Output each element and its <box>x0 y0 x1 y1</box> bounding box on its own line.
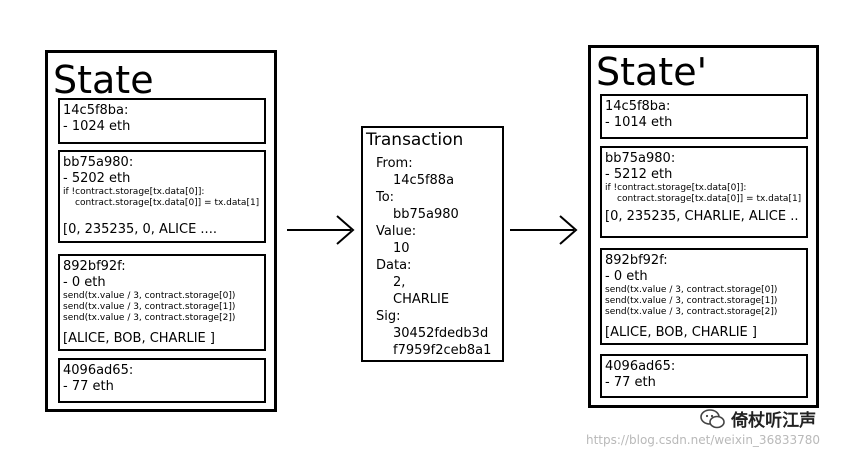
account-address: bb75a980: <box>63 155 134 170</box>
wechat-icon <box>700 408 725 428</box>
arrow-to-transaction <box>287 215 355 245</box>
account-balance: - 0 eth <box>63 275 106 290</box>
account-balance: - 5202 eth <box>63 171 131 186</box>
left-account-14c5f8ba: 14c5f8ba: - 1024 eth <box>58 98 266 144</box>
contract-storage: [ALICE, BOB, CHARLIE ] <box>63 331 215 346</box>
watermark-name: 倚杖听江声 <box>731 411 817 431</box>
left-account-892bf92f: 892bf92f: - 0 eth send(tx.value / 3, con… <box>58 254 266 351</box>
right-state-title: State' <box>596 50 708 94</box>
transaction-panel: Transaction From: 14c5f88a To: bb75a980 … <box>361 126 504 362</box>
tx-sig-value: 30452fdedb3d <box>393 326 489 341</box>
contract-code-line: if !contract.storage[tx.data[0]]: <box>63 187 205 197</box>
arrow-to-new-state <box>510 215 578 245</box>
tx-to-value: bb75a980 <box>393 207 459 222</box>
transaction-title: Transaction <box>366 130 464 150</box>
contract-code-line: contract.storage[tx.data[0]] = tx.data[1… <box>75 198 260 208</box>
account-balance: - 77 eth <box>605 375 656 390</box>
account-address: 14c5f8ba: <box>63 103 129 118</box>
account-address: 14c5f8ba: <box>605 99 671 114</box>
account-balance: - 5212 eth <box>605 167 673 182</box>
account-address: 892bf92f: <box>63 259 126 274</box>
account-balance: - 1024 eth <box>63 119 131 134</box>
contract-code-line: send(tx.value / 3, contract.storage[0]) <box>605 285 778 295</box>
contract-code-line: contract.storage[tx.data[0]] = tx.data[1… <box>617 194 802 204</box>
tx-data-value: 2, <box>393 275 406 290</box>
watermark-url: https://blog.csdn.net/weixin_36833780 <box>586 433 821 447</box>
tx-data-label: Data: <box>376 258 412 273</box>
contract-code-line: send(tx.value / 3, contract.storage[1]) <box>605 296 778 306</box>
watermark: 倚杖听江声 <box>700 406 816 431</box>
tx-from-value: 14c5f88a <box>393 173 455 188</box>
account-address: 892bf92f: <box>605 253 668 268</box>
left-state-panel: State 14c5f8ba: - 1024 eth bb75a980: - 5… <box>45 50 277 412</box>
contract-storage: [ALICE, BOB, CHARLIE ] <box>605 325 757 340</box>
right-account-4096ad65: 4096ad65: - 77 eth <box>600 354 808 398</box>
tx-sig-label: Sig: <box>376 309 401 324</box>
account-balance: - 0 eth <box>605 269 648 284</box>
tx-sig-value: f7959f2ceb8a1 <box>393 343 492 358</box>
contract-code-line: send(tx.value / 3, contract.storage[0]) <box>63 291 236 301</box>
contract-code-line: send(tx.value / 3, contract.storage[2]) <box>605 307 778 317</box>
right-state-panel: State' 14c5f8ba: - 1014 eth bb75a980: - … <box>588 45 819 408</box>
contract-code-line: send(tx.value / 3, contract.storage[2]) <box>63 313 236 323</box>
account-address: 4096ad65: <box>63 363 134 378</box>
account-balance: - 1014 eth <box>605 115 673 130</box>
tx-data-value: CHARLIE <box>393 292 450 307</box>
account-address: bb75a980: <box>605 151 676 166</box>
contract-code-line: if !contract.storage[tx.data[0]]: <box>605 183 747 193</box>
right-account-14c5f8ba: 14c5f8ba: - 1014 eth <box>600 94 808 139</box>
tx-from-label: From: <box>376 156 413 171</box>
left-state-title: State <box>53 58 154 102</box>
contract-storage: [0, 235235, 0, ALICE .... <box>63 222 217 237</box>
account-address: 4096ad65: <box>605 359 676 374</box>
left-account-bb75a980: bb75a980: - 5202 eth if !contract.storag… <box>58 150 266 243</box>
tx-value-label: Value: <box>376 224 417 239</box>
right-account-892bf92f: 892bf92f: - 0 eth send(tx.value / 3, con… <box>600 248 808 345</box>
contract-storage: [0, 235235, CHARLIE, ALICE .. <box>605 209 799 224</box>
contract-code-line: send(tx.value / 3, contract.storage[1]) <box>63 302 236 312</box>
right-account-bb75a980: bb75a980: - 5212 eth if !contract.storag… <box>600 146 808 238</box>
left-account-4096ad65: 4096ad65: - 77 eth <box>58 358 266 403</box>
account-balance: - 77 eth <box>63 379 114 394</box>
tx-to-label: To: <box>376 190 395 205</box>
tx-value-value: 10 <box>393 241 410 256</box>
